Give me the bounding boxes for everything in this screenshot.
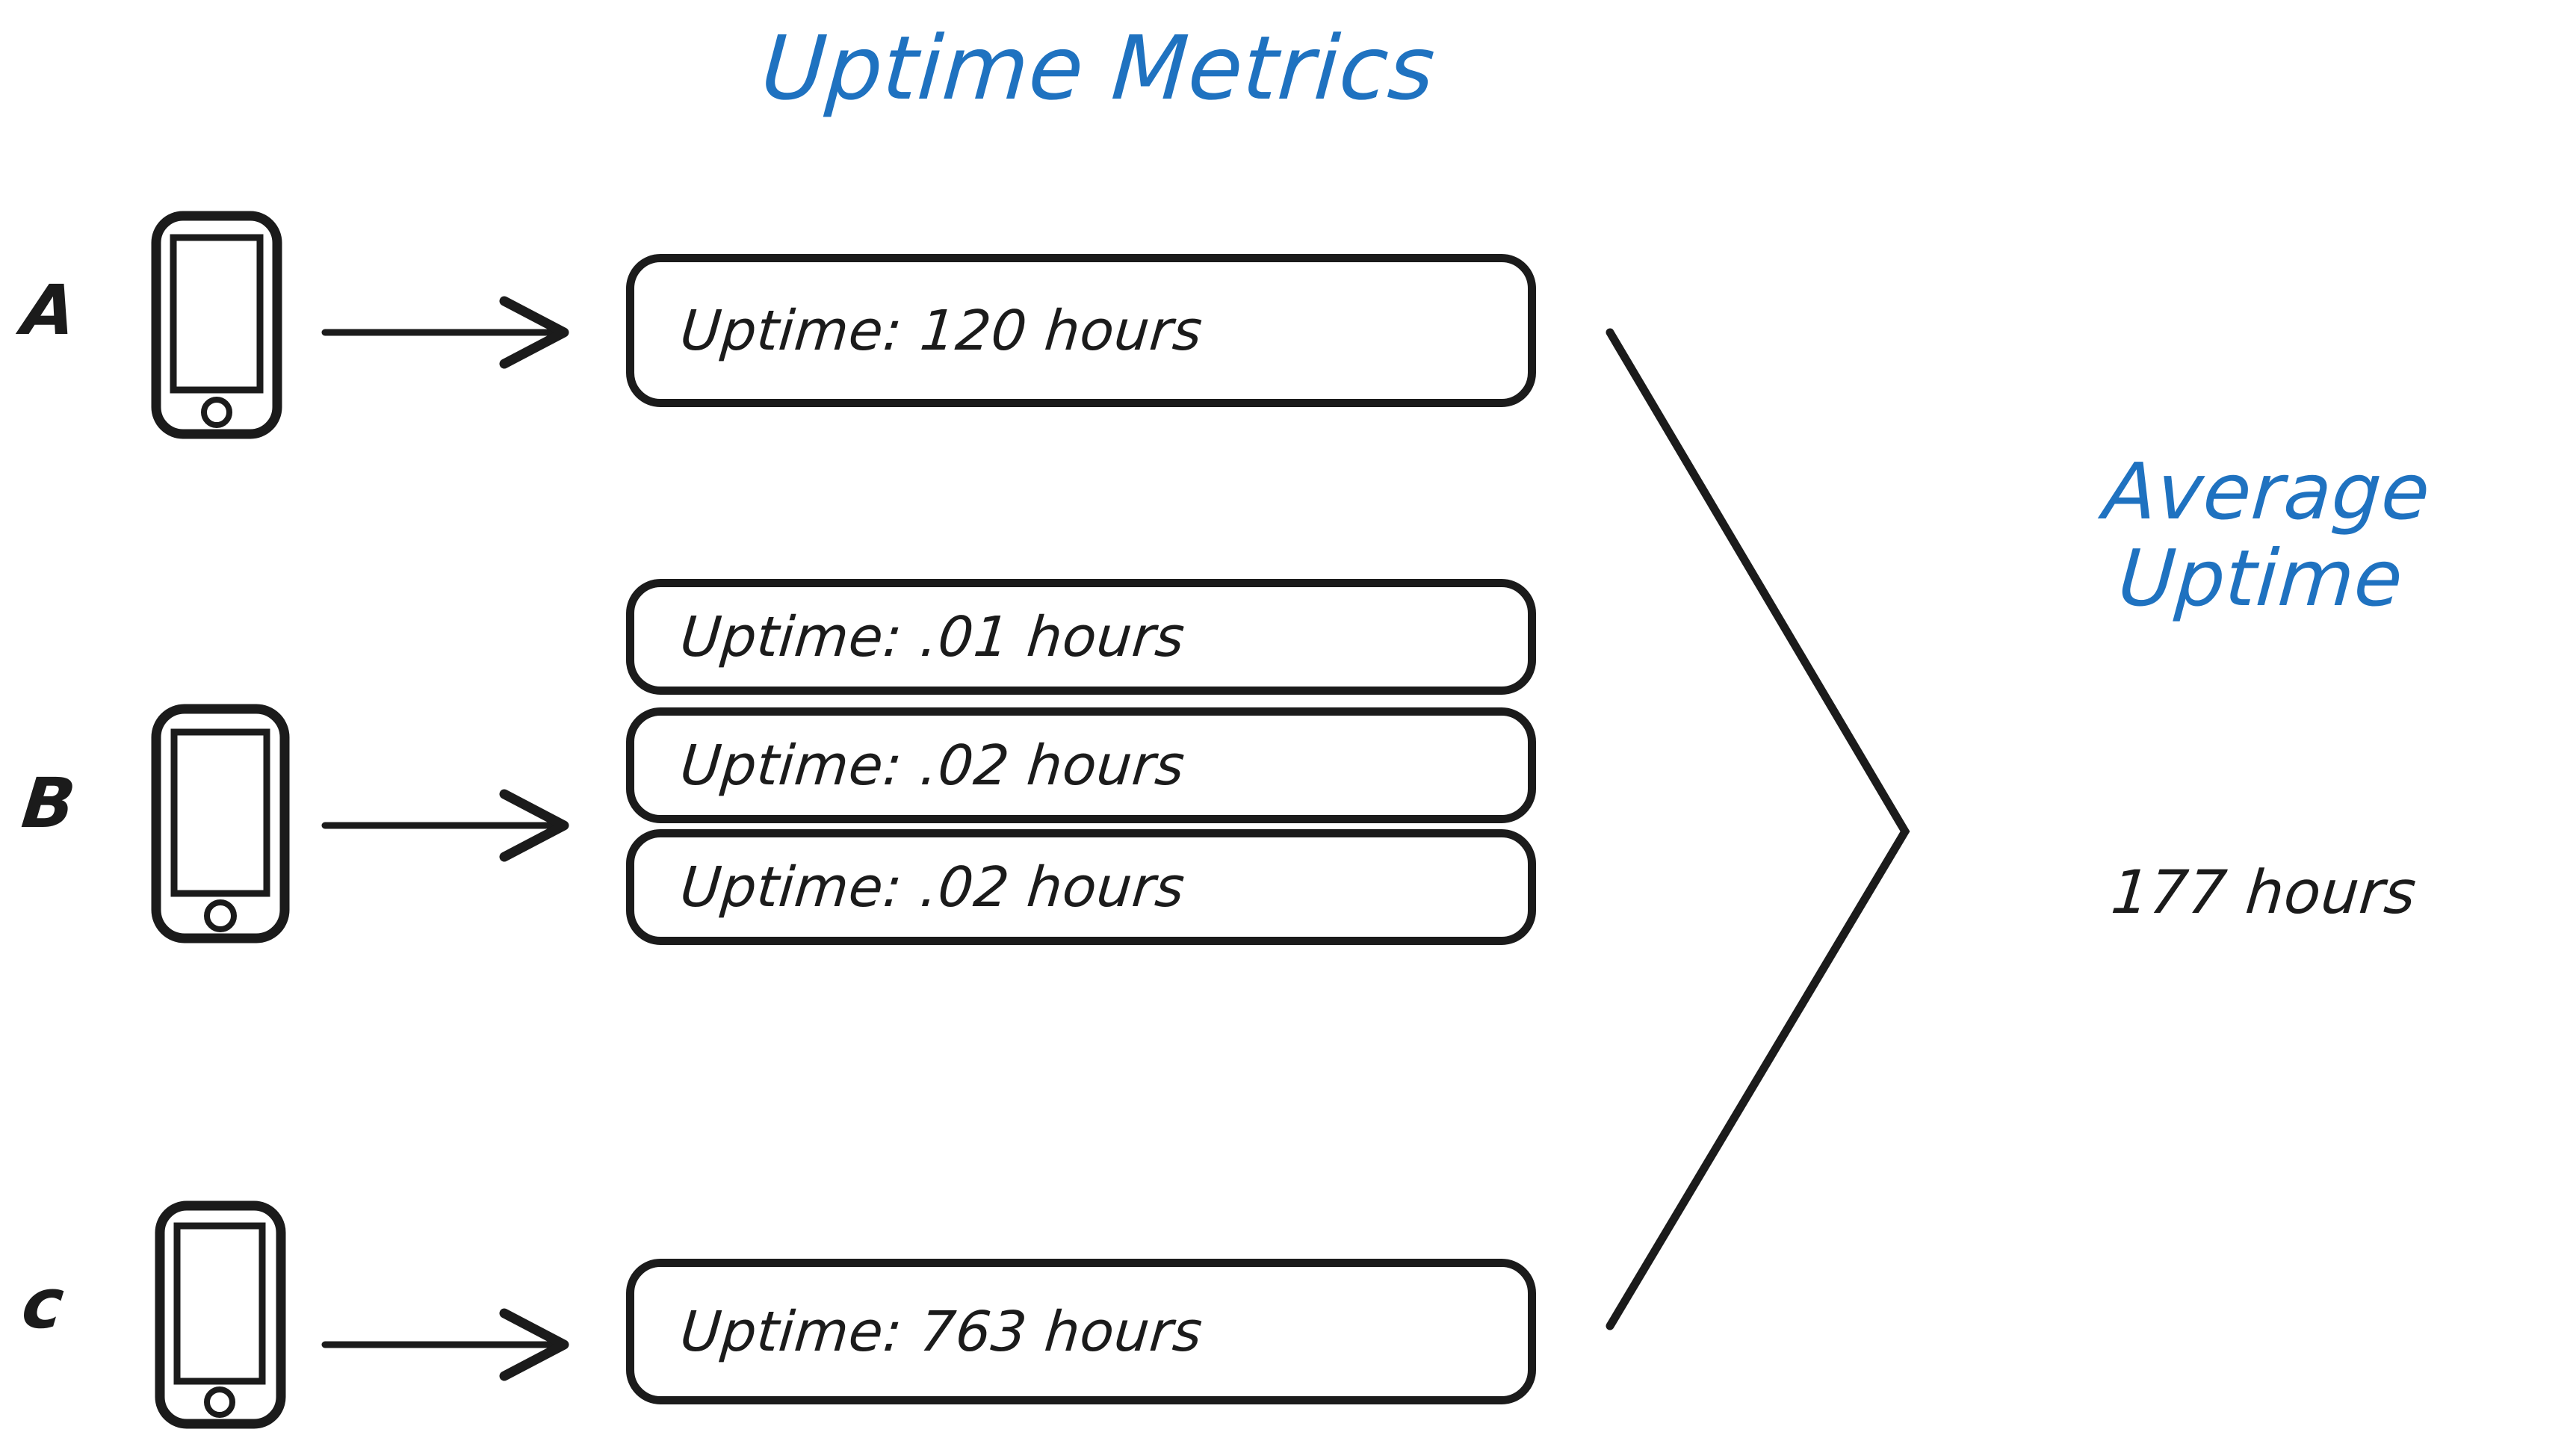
metric-text: Uptime: .02 hours <box>678 855 1188 920</box>
metric-box[interactable]: Uptime: .01 hours <box>626 579 1536 695</box>
metric-text: Uptime: 763 hours <box>678 1299 1205 1364</box>
device-label-c: c <box>18 1264 68 1344</box>
metric-box[interactable]: Uptime: .02 hours <box>626 829 1536 945</box>
metric-box[interactable]: Uptime: 120 hours <box>626 254 1536 407</box>
result-title-line-2: Uptime <box>2115 533 2406 625</box>
metric-text: Uptime: .01 hours <box>678 604 1188 669</box>
mobile-phone-icon <box>151 704 290 943</box>
chevron-merge-icon <box>1606 328 1910 1330</box>
device-label-a: A <box>18 270 80 350</box>
metric-text: Uptime: .02 hours <box>678 733 1188 798</box>
metric-box[interactable]: Uptime: .02 hours <box>626 707 1536 823</box>
device-label-b: B <box>18 763 79 843</box>
result-title: Average Uptime <box>1966 446 2561 625</box>
mobile-phone-icon <box>155 1200 286 1429</box>
result-title-line-1: Average <box>2100 446 2433 537</box>
result-value: 177 hours <box>2108 858 2419 927</box>
metric-box[interactable]: Uptime: 763 hours <box>626 1259 1536 1404</box>
arrow-right-icon <box>321 296 569 369</box>
arrow-right-icon <box>321 1308 569 1381</box>
arrow-right-icon <box>321 789 569 862</box>
page-title: Uptime Metrics <box>758 16 1439 120</box>
mobile-phone-icon <box>151 211 282 439</box>
metric-text: Uptime: 120 hours <box>678 298 1205 363</box>
